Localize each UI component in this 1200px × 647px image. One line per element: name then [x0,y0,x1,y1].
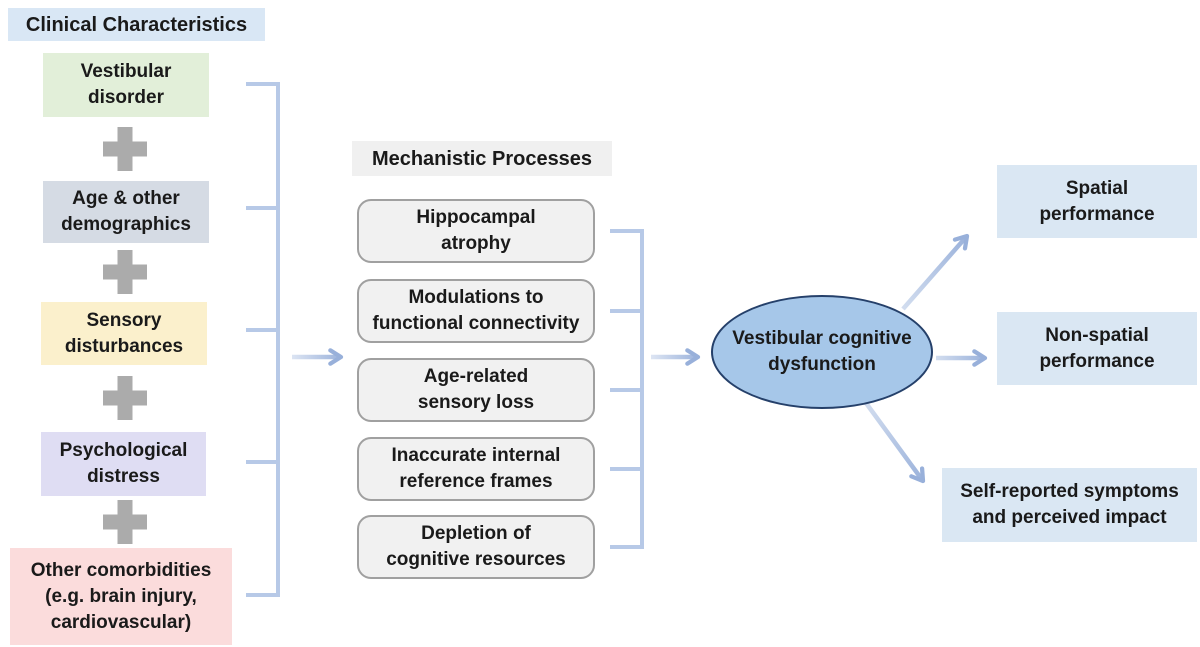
plus-icon [103,127,147,171]
clinical-bracket [246,82,280,597]
mechanistic-box-label: Hippocampal atrophy [416,207,536,254]
clinical-box-label: Age & other demographics [61,188,191,235]
mechanistic-box-inaccurate-reference-frames: Inaccurate internal reference frames [357,437,595,501]
clinical-box-sensory-disturbances: Sensory disturbances [41,302,207,365]
hub-label: Vestibular cognitive dysfunction [732,328,912,375]
clinical-box-age-demographics: Age & other demographics [43,181,209,243]
clinical-box-label: Sensory disturbances [64,309,184,357]
outcome-box-nonspatial-performance: Non-spatial performance [997,312,1197,385]
outcome-box-spatial-performance: Spatial performance [997,165,1197,238]
mechanistic-processes-header-label: Mechanistic Processes [371,147,593,170]
clinical-box-label: Other comorbidities (e.g. brain injury, … [30,559,212,633]
plus-icon [103,376,147,420]
mechanistic-processes-header: Mechanistic Processes [352,141,612,176]
hub-ellipse-vestibular-cognitive-dysfunction: Vestibular cognitive dysfunction [711,295,933,409]
arrow-hub-to-spatial-icon [901,233,970,311]
outcome-box-label: Self-reported symptoms and perceived imp… [960,481,1179,528]
clinical-box-psychological-distress: Psychological distress [41,432,206,496]
mechanistic-box-hippocampal-atrophy: Hippocampal atrophy [357,199,595,263]
mechanistic-box-label: Depletion of cognitive resources [386,523,566,570]
mechanistic-box-functional-connectivity: Modulations to functional connectivity [357,279,595,343]
mechanistic-box-label: Modulations to functional connectivity [372,287,580,334]
clinical-box-label: Psychological distress [59,440,188,487]
mechanistic-box-label: Age-related sensory loss [417,366,535,413]
clinical-box-label: Vestibular disorder [80,61,172,108]
arrow-hub-to-selfreported-icon [864,401,926,484]
clinical-characteristics-header: Clinical Characteristics [8,8,265,41]
plus-icon [103,250,147,294]
clinical-box-other-comorbidities: Other comorbidities (e.g. brain injury, … [10,548,232,645]
clinical-characteristics-header-label: Clinical Characteristics [25,13,248,36]
outcome-box-label: Spatial performance [1039,177,1155,225]
mechanistic-box-depletion-cognitive-resources: Depletion of cognitive resources [357,515,595,579]
outcome-box-label: Non-spatial performance [1039,324,1155,372]
mechanistic-box-age-related-sensory-loss: Age-related sensory loss [357,358,595,422]
mechanistic-bracket [610,229,644,549]
outcome-box-selfreported-symptoms: Self-reported symptoms and perceived imp… [942,468,1197,542]
clinical-box-vestibular-disorder: Vestibular disorder [43,53,209,117]
plus-icon [103,500,147,544]
mechanistic-box-label: Inaccurate internal reference frames [391,445,561,492]
